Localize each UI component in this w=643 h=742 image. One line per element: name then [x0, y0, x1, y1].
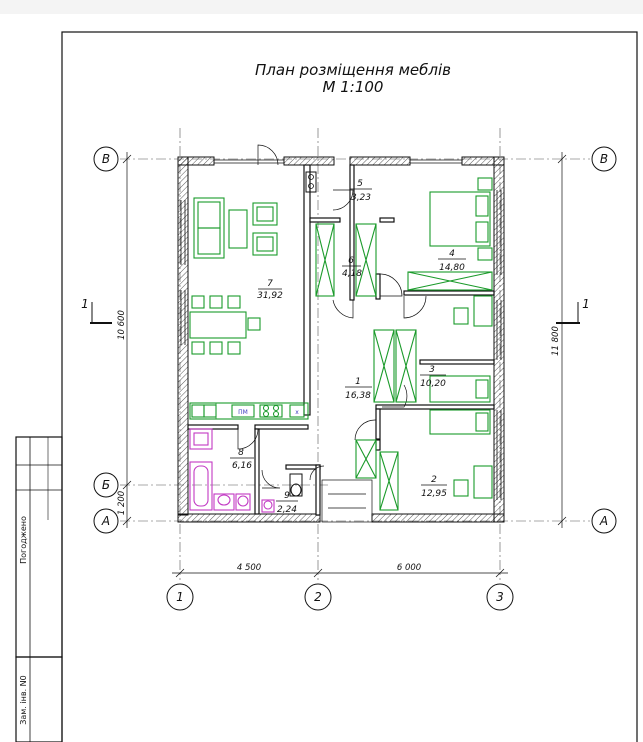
room-area-2: 12,95 — [421, 489, 447, 499]
section-label-left: 1 — [81, 297, 89, 311]
sheet-frame — [61, 31, 638, 742]
stamp-agreed: Погоджено — [19, 516, 28, 564]
room-area-7: 31,92 — [257, 291, 283, 301]
room-area-8: 6,16 — [232, 461, 252, 471]
desk-room-2 — [473, 465, 493, 499]
dim-tick — [175, 568, 185, 578]
axis-label-a-right: А — [599, 514, 608, 528]
axis-bubble-3 — [486, 583, 514, 611]
axis-bubble-2 — [304, 583, 332, 611]
room-area-5: 3,23 — [351, 193, 371, 203]
room-number-9: 9 — [284, 491, 290, 501]
bed-room-3 — [429, 375, 491, 403]
living-room-furniture — [189, 197, 278, 355]
bed-room-2 — [429, 409, 491, 435]
room-area-9: 2,24 — [277, 505, 297, 515]
axis-bubble-1 — [166, 583, 194, 611]
axis-label-a-left: А — [101, 514, 110, 528]
browser-top-strip — [0, 0, 643, 14]
room-number-2: 2 — [431, 475, 437, 485]
room-number-6: 6 — [348, 256, 354, 266]
approval-stamp: Погоджено Зам. інв. N0 — [15, 436, 63, 742]
axis-bubble-a-left — [93, 508, 119, 534]
dim-tick — [122, 154, 132, 164]
dim-bottom-1: 4 500 — [237, 563, 261, 573]
dim-tick — [122, 516, 132, 526]
drawing-scale: М 1:100 — [323, 78, 384, 96]
room-number-4: 4 — [449, 249, 455, 259]
kitchen-counter: ПМ х — [189, 402, 309, 420]
armchair-top — [252, 202, 278, 226]
axis-bubble-v-right — [591, 146, 617, 172]
axis-label-b: Б — [102, 478, 110, 492]
armchair-bottom — [252, 232, 278, 256]
room-area-6: 4,18 — [342, 269, 362, 279]
dim-right-overall: 11 800 — [551, 326, 561, 356]
coffee-table — [228, 209, 248, 249]
axis-bubble-v-left — [93, 146, 119, 172]
room-number-8: 8 — [238, 448, 244, 458]
axis-label-v-right: В — [600, 152, 608, 166]
dim-left-overall: 10 600 — [117, 310, 127, 340]
section-label-right: 1 — [582, 297, 590, 311]
room-number-7: 7 — [267, 279, 273, 289]
dim-tick — [313, 568, 323, 578]
hood-label: х — [295, 409, 299, 416]
room-area-3: 10,20 — [420, 379, 446, 389]
double-bed — [429, 191, 491, 247]
axis-label-3: 3 — [496, 590, 504, 604]
dim-tick — [122, 480, 132, 490]
walls — [177, 156, 505, 523]
stamp-inv: Зам. інв. N0 — [19, 675, 28, 724]
dim-tick — [557, 154, 567, 164]
room-number-3: 3 — [429, 365, 435, 375]
dim-tick — [557, 516, 567, 526]
axis-bubble-a-right — [591, 508, 617, 534]
doors — [237, 144, 427, 523]
dim-tick — [495, 568, 505, 578]
drawing-title: План розміщення меблів — [255, 61, 451, 79]
bathroom-fixtures — [189, 428, 303, 513]
room-number-1: 1 — [355, 377, 361, 387]
room-area-1: 16,38 — [345, 391, 371, 401]
dishwasher-label: ПМ — [238, 409, 248, 416]
dining-table — [189, 311, 247, 339]
axis-label-v-left: В — [102, 152, 110, 166]
axis-bubble-b — [93, 472, 119, 498]
room-number-5: 5 — [357, 179, 363, 189]
bedroom-furniture — [429, 177, 493, 499]
dim-bottom-2: 6 000 — [397, 563, 421, 573]
axis-label-1: 1 — [176, 590, 184, 604]
room-area-4: 14,80 — [439, 263, 465, 273]
room-labels: 7 31,92 5 3,23 6 4,18 4 14,80 1 16,38 3 … — [230, 179, 466, 515]
dim-left-small: 1 200 — [117, 491, 127, 515]
wardrobes — [305, 171, 493, 511]
desk-room-3 — [473, 295, 493, 327]
sofa — [193, 197, 225, 259]
axis-label-2: 2 — [314, 590, 322, 604]
